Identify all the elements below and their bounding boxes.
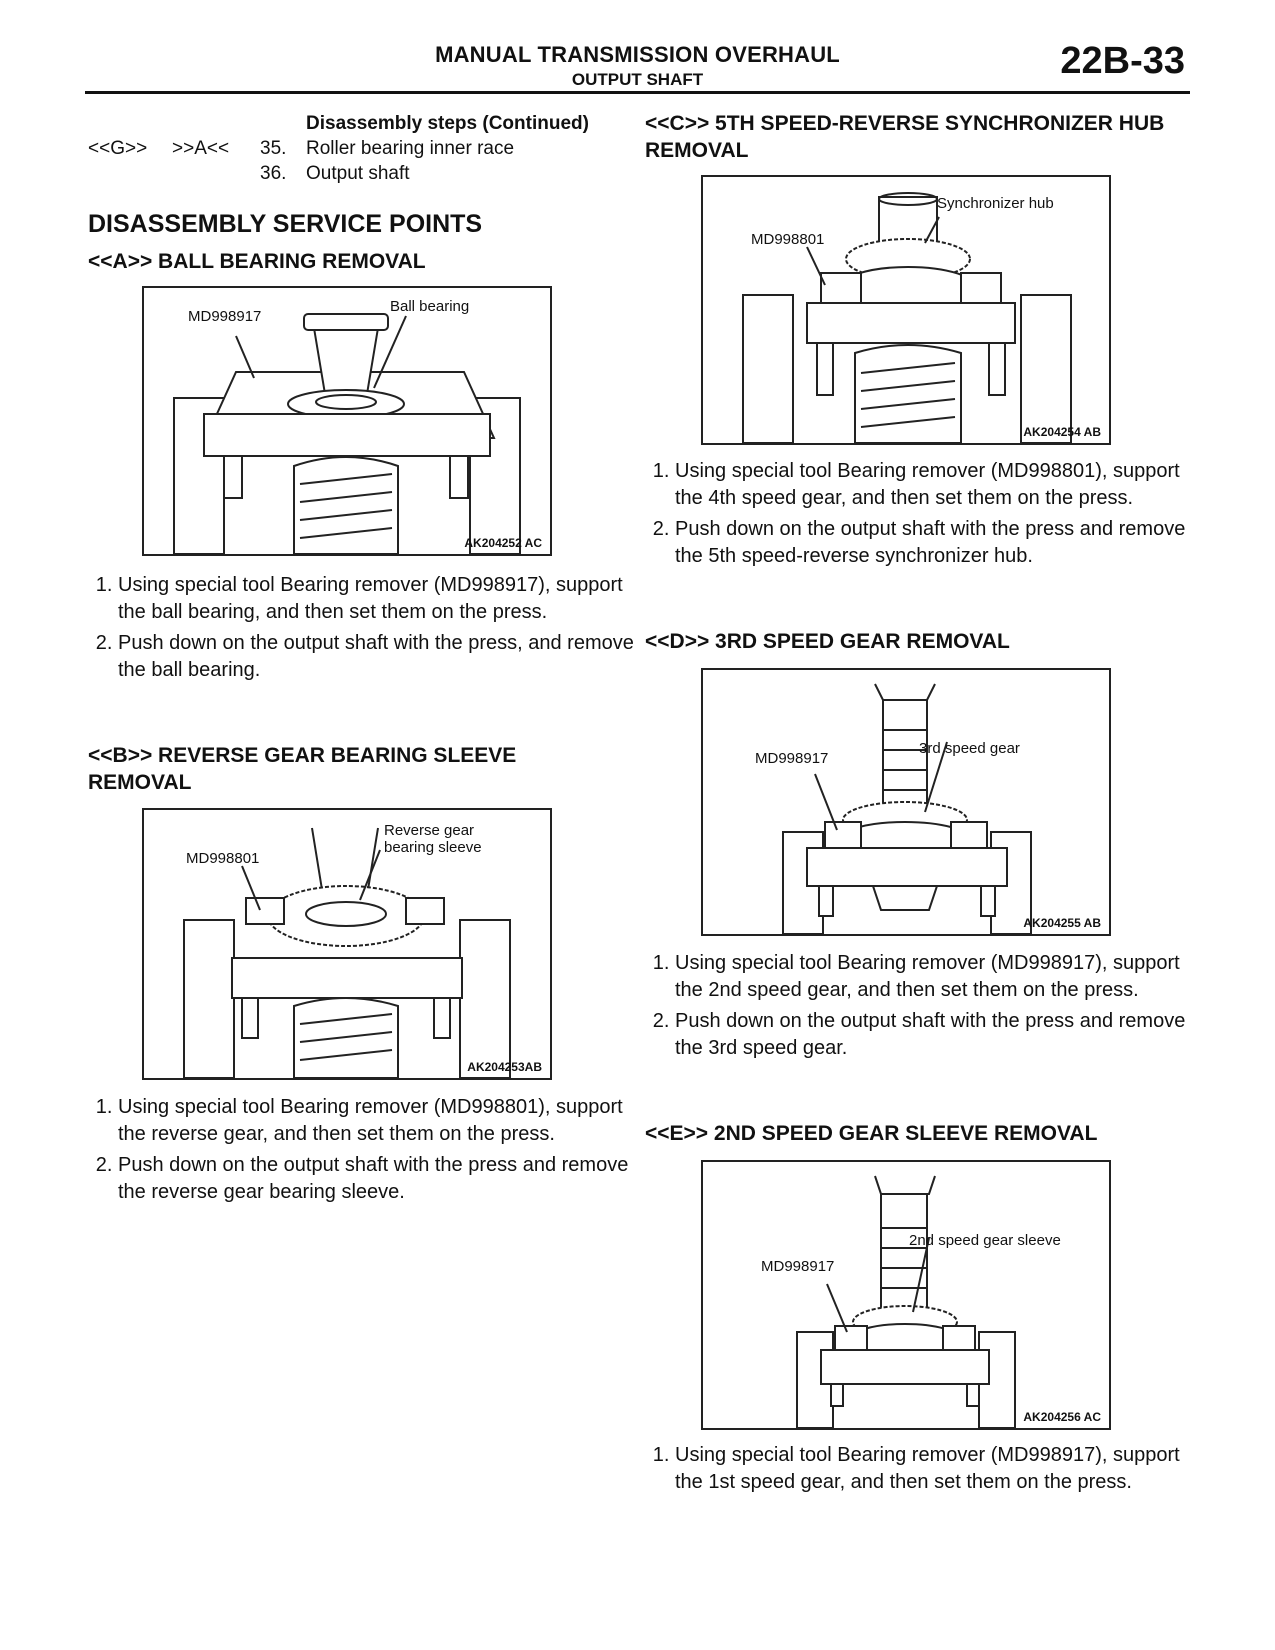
list-item: Using special tool Bearing remover (MD99… bbox=[118, 572, 638, 626]
figure-code: AK204252 AC bbox=[464, 536, 542, 550]
figure-label-part: 3rd speed gear bbox=[919, 740, 1020, 757]
list-item: Push down on the output shaft with the p… bbox=[675, 516, 1200, 570]
figure-label-tool: MD998917 bbox=[755, 750, 829, 767]
step-text: Output shaft bbox=[306, 163, 410, 184]
figure-label-tool: MD998917 bbox=[188, 308, 262, 325]
section-c-steps: Using special tool Bearing remover (MD99… bbox=[645, 458, 1200, 574]
step-text: Roller bearing inner race bbox=[306, 138, 515, 159]
figure-ball-bearing-removal: MD998917 Ball bearing AK204252 AC bbox=[142, 286, 552, 556]
section-b-heading: <<B>> REVERSE GEAR BEARING SLEEVE REMOVA… bbox=[88, 744, 517, 794]
figure-code: AK204255 AB bbox=[1023, 916, 1101, 930]
section-a-heading: <<A>> BALL BEARING REMOVAL bbox=[88, 250, 426, 273]
list-item: Using special tool Bearing remover (MD99… bbox=[675, 458, 1200, 512]
figure-3rd-speed-gear-removal: MD998917 3rd speed gear AK204255 AB bbox=[701, 668, 1111, 936]
synchronizer-hub-illustration bbox=[742, 192, 1072, 443]
figure-label-tool: MD998917 bbox=[761, 1258, 835, 1275]
step-number: 35. bbox=[260, 138, 287, 159]
list-item: Push down on the output shaft with the p… bbox=[118, 1152, 638, 1206]
page-number: 22B-33 bbox=[1060, 40, 1185, 82]
figure-label-part: Synchronizer hub bbox=[937, 195, 1054, 212]
2nd-speed-gear-sleeve-illustration bbox=[796, 1175, 1016, 1428]
section-c-heading: <<C>> 5TH SPEED-REVERSE SYNCHRONIZER HUB… bbox=[645, 112, 1165, 162]
figure-label-part: Ball bearing bbox=[390, 298, 470, 315]
figure-code: AK204256 AC bbox=[1023, 1410, 1101, 1424]
figure-reverse-gear-sleeve-removal: MD998801 Reverse gear bearing sleeve AK2… bbox=[142, 808, 552, 1080]
section-d-heading: <<D>> 3RD SPEED GEAR REMOVAL bbox=[645, 630, 1010, 653]
section-subtitle: OUTPUT SHAFT bbox=[571, 70, 704, 89]
header-rule bbox=[85, 91, 1190, 94]
section-a-steps: Using special tool Bearing remover (MD99… bbox=[88, 572, 638, 688]
figure-2nd-speed-gear-sleeve-removal: MD998917 2nd speed gear sleeve AK204256 … bbox=[701, 1160, 1111, 1430]
3rd-speed-gear-illustration bbox=[782, 683, 1032, 934]
section-b-steps: Using special tool Bearing remover (MD99… bbox=[88, 1094, 638, 1210]
figure-label-tool: MD998801 bbox=[186, 850, 260, 867]
figure-label-part: 2nd speed gear sleeve bbox=[909, 1232, 1061, 1249]
figure-code: AK204254 AB bbox=[1023, 425, 1101, 439]
section-d-steps: Using special tool Bearing remover (MD99… bbox=[645, 950, 1200, 1066]
figure-label-tool: MD998801 bbox=[751, 231, 825, 248]
figure-synchronizer-hub-removal: MD998801 Synchronizer hub AK204254 AB bbox=[701, 175, 1111, 445]
manual-title: MANUAL TRANSMISSION OVERHAUL bbox=[435, 42, 840, 67]
ball-bearing-illustration bbox=[173, 313, 521, 554]
section-e-steps: Using special tool Bearing remover (MD99… bbox=[645, 1442, 1200, 1500]
step-ref-a: >>A<< bbox=[172, 138, 230, 159]
list-item: Push down on the output shaft with the p… bbox=[118, 630, 638, 684]
steps-heading: Disassembly steps (Continued) bbox=[306, 113, 589, 134]
step-number: 36. bbox=[260, 163, 287, 184]
step-ref-g: <<G>> bbox=[88, 138, 148, 159]
reverse-gear-illustration bbox=[183, 827, 511, 1078]
figure-code: AK204253AB bbox=[467, 1060, 542, 1074]
section-e-heading: <<E>> 2ND SPEED GEAR SLEEVE REMOVAL bbox=[645, 1122, 1098, 1145]
figure-label-part: Reverse gear bearing sleeve bbox=[384, 822, 482, 856]
list-item: Using special tool Bearing remover (MD99… bbox=[675, 1442, 1200, 1496]
service-points-heading: DISASSEMBLY SERVICE POINTS bbox=[88, 210, 483, 238]
list-item: Using special tool Bearing remover (MD99… bbox=[118, 1094, 638, 1148]
list-item: Using special tool Bearing remover (MD99… bbox=[675, 950, 1200, 1004]
list-item: Push down on the output shaft with the p… bbox=[675, 1008, 1200, 1062]
